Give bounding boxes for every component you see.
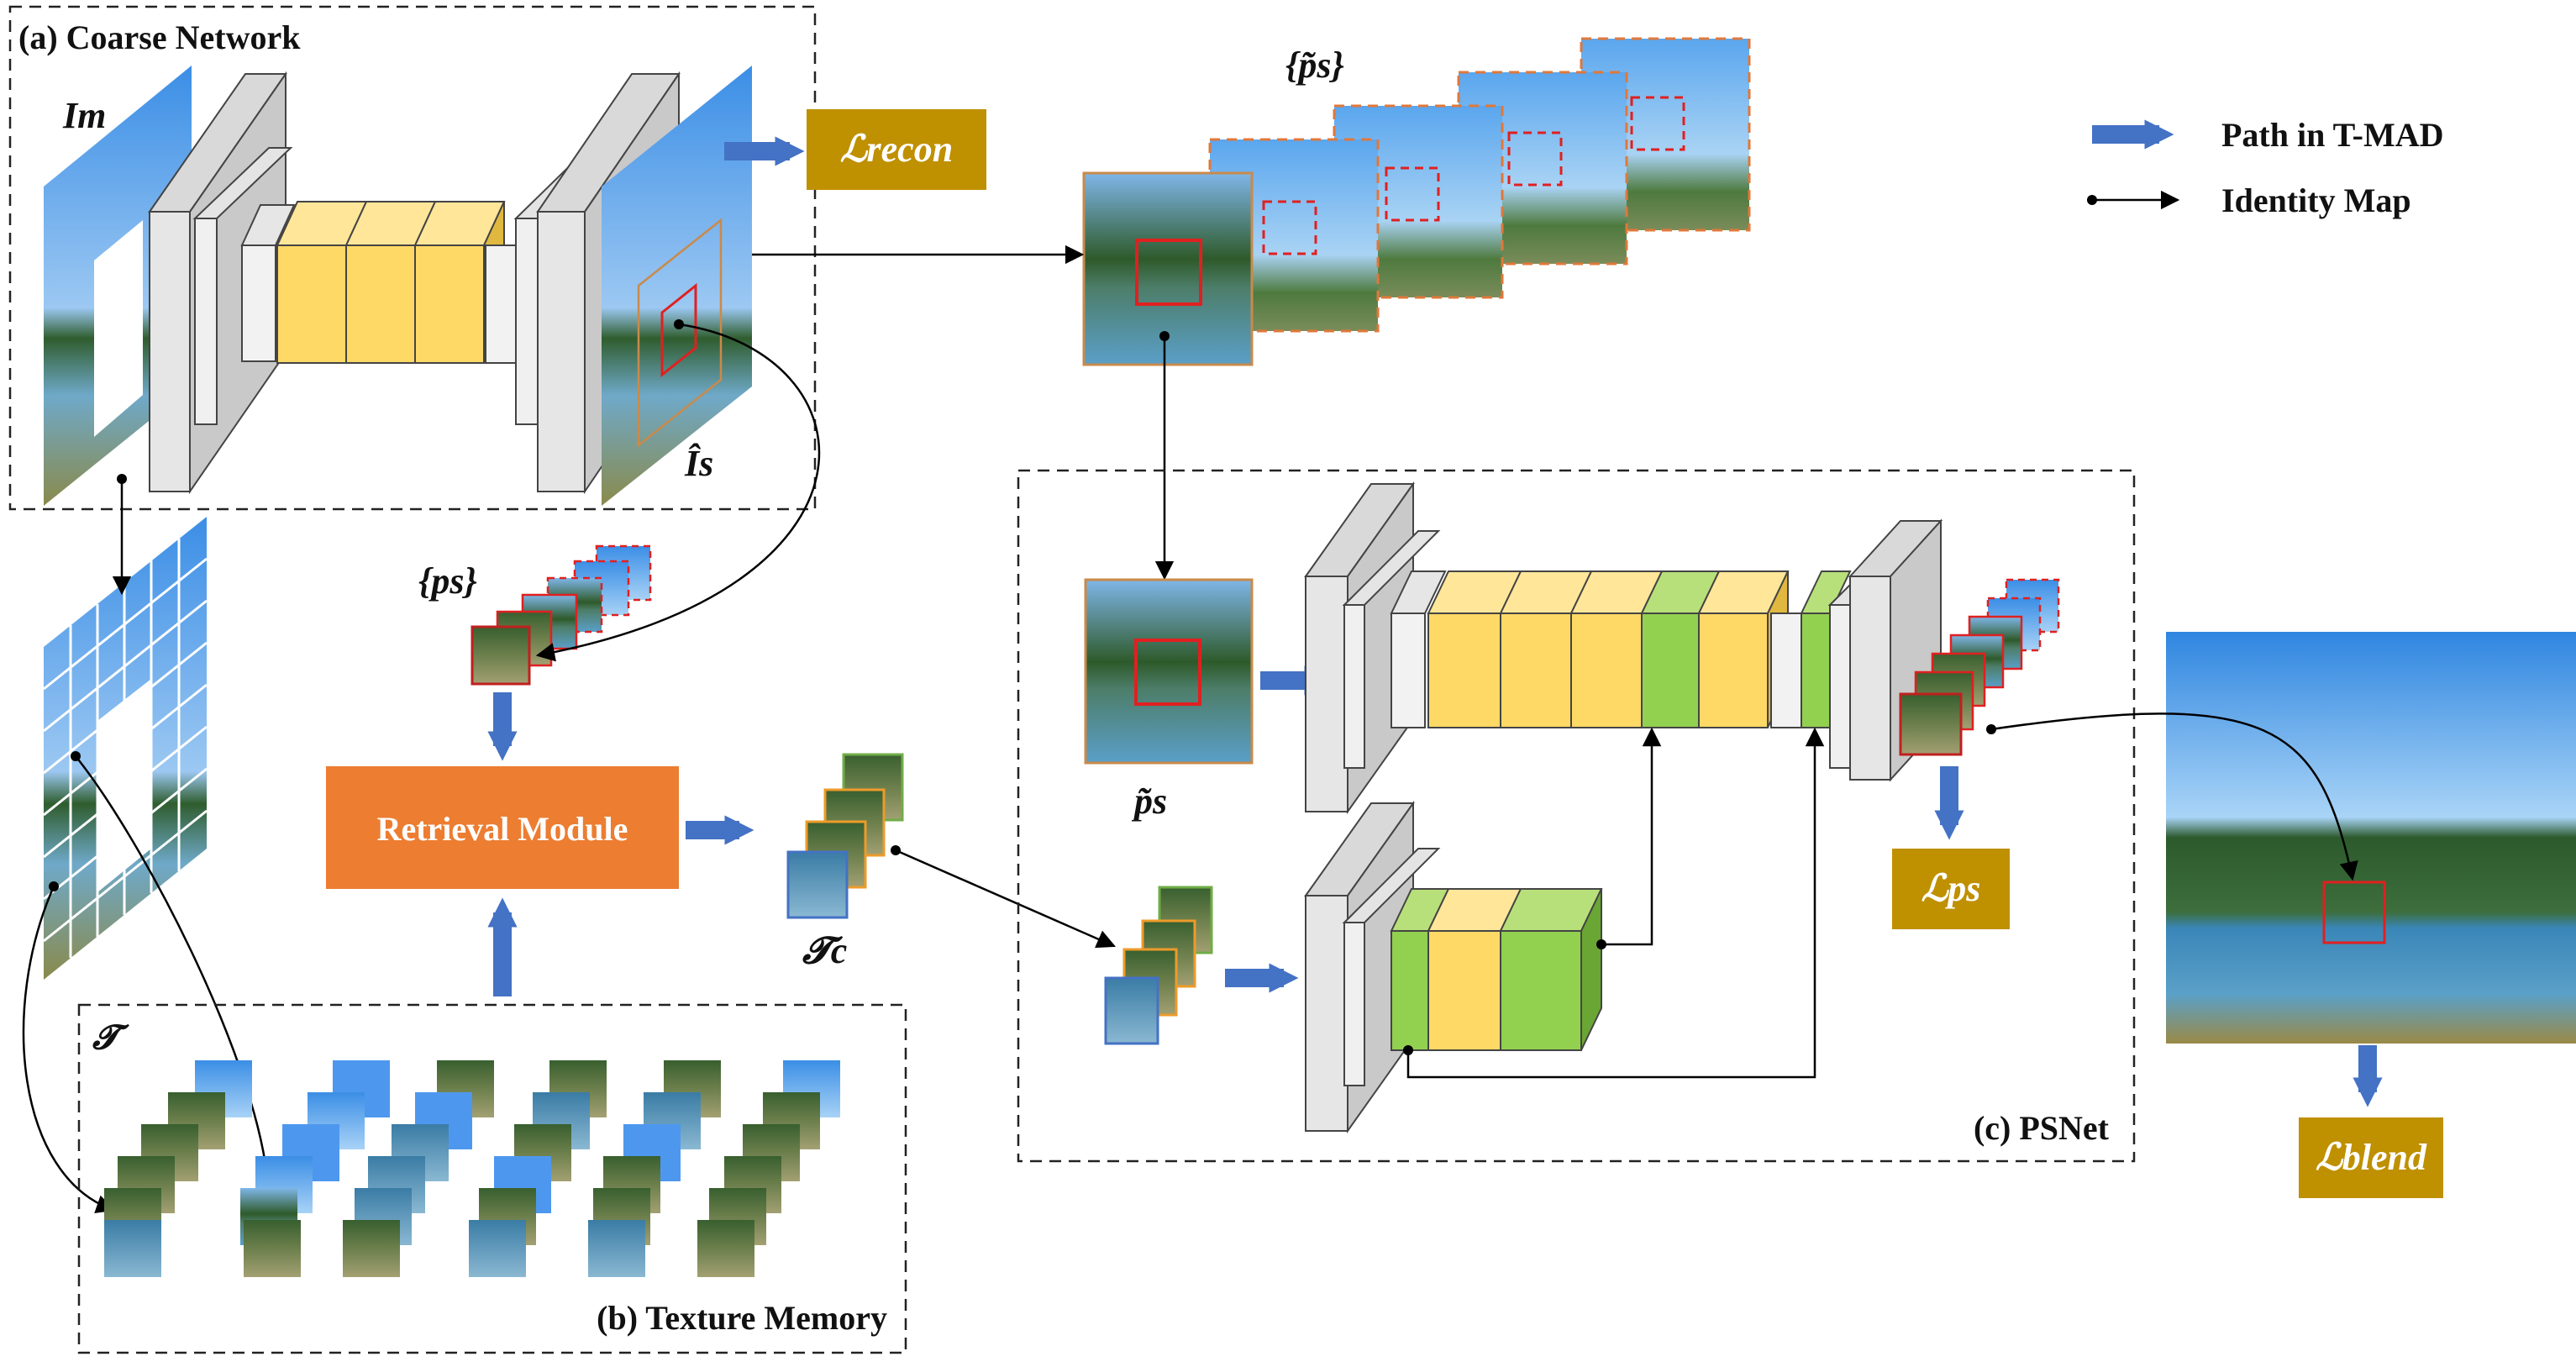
recon-loss: ℒrecon — [724, 109, 986, 190]
blend-loss-label: ℒblend — [2316, 1137, 2427, 1178]
coarse-bottleneck — [276, 201, 506, 364]
candidate-texture-stack: 𝓣c — [786, 753, 904, 971]
legend-path-label: Path in T-MAD — [2221, 116, 2444, 154]
blend-loss: ℒblend — [2299, 1045, 2443, 1198]
psnet-title: (c) PSNet — [1974, 1109, 2110, 1147]
patch-grid-image — [43, 517, 208, 980]
legend: Path in T-MAD Identity Map — [2087, 116, 2444, 219]
coarse-encoder — [148, 71, 296, 495]
retrieved-patch-stack: {ps} — [418, 544, 652, 686]
legend-identity-label: Identity Map — [2221, 181, 2411, 219]
input-image-label: Im — [62, 95, 106, 136]
coarse-network-panel: (a) Coarse Network Im — [8, 5, 817, 511]
blurry-patch-label: p̃s — [1131, 781, 1167, 822]
patch-set-label: {ps} — [418, 560, 477, 602]
blended-output-image — [2166, 632, 2576, 1044]
retrieval-module: Retrieval Module — [326, 766, 679, 889]
texture-memory-panel: 𝓣 (b) Texture Memory — [77, 1003, 907, 1354]
coarse-output-image — [602, 66, 752, 506]
candidate-texture-label: 𝓣c — [802, 930, 847, 971]
psnet-texture-branch — [1104, 800, 1603, 1134]
blurry-patch-stack: {p̃s} — [1082, 37, 1751, 366]
recon-loss-label: ℒrecon — [840, 129, 953, 170]
coarse-network-title: (a) Coarse Network — [18, 18, 301, 56]
texture-memory-title: (b) Texture Memory — [597, 1299, 887, 1337]
retrieval-module-label: Retrieval Module — [377, 810, 628, 848]
texture-memory-symbol: 𝓣 — [92, 1018, 129, 1056]
psnet-main-branch — [1304, 481, 1943, 815]
psnet-output-patches — [1899, 578, 2060, 756]
texture-memory-tiles — [104, 1060, 840, 1277]
ps-loss-label: ℒps — [1921, 868, 1981, 909]
coarse-output-label: Îs — [684, 443, 713, 484]
psnet-panel: (c) PSNet p̃s — [1017, 469, 2136, 1163]
blurry-patch-set-label: {p̃s} — [1285, 45, 1344, 86]
ps-loss: ℒps — [1892, 766, 2010, 929]
